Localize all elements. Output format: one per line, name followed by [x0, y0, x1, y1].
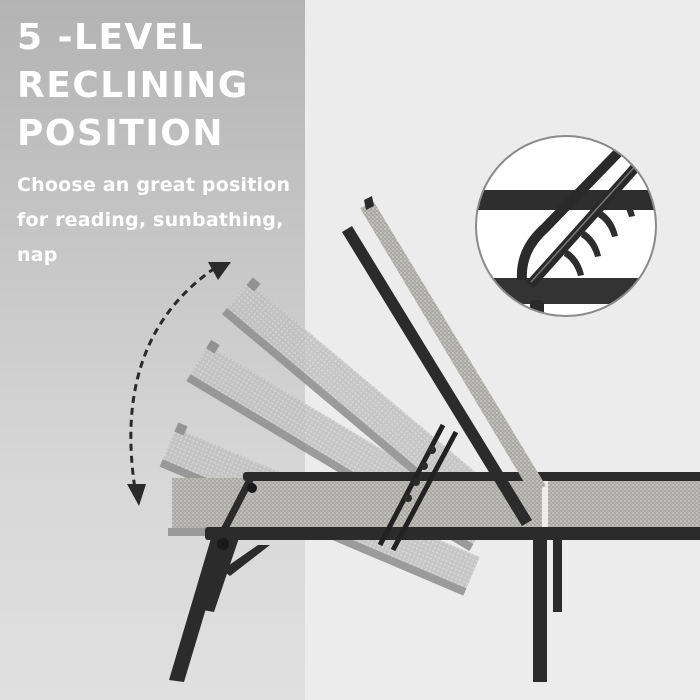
left-background-panel	[0, 0, 305, 700]
ratchet-teeth	[404, 446, 436, 502]
headline-line-3: POSITION	[17, 113, 224, 154]
right-background-panel	[305, 0, 700, 700]
curved-double-arrow-icon	[127, 262, 231, 506]
leg-rest-fabric	[548, 474, 700, 529]
description: Choose an great position for reading, su…	[17, 168, 290, 273]
ratchet-bars	[377, 423, 459, 552]
headline-line-2: RECLINING	[17, 65, 249, 106]
description-line-2: for reading, sunbathing,	[17, 209, 284, 231]
description-line-1: Choose an great position	[17, 174, 291, 196]
headline-line-1: 5 -LEVEL	[17, 17, 205, 58]
description-line-3: nap	[17, 244, 58, 266]
headline: 5 -LEVEL RECLINING POSITION	[17, 14, 249, 158]
ratchet-detail-circle	[475, 135, 657, 317]
chair-frame	[169, 472, 700, 682]
backrest	[342, 196, 546, 526]
